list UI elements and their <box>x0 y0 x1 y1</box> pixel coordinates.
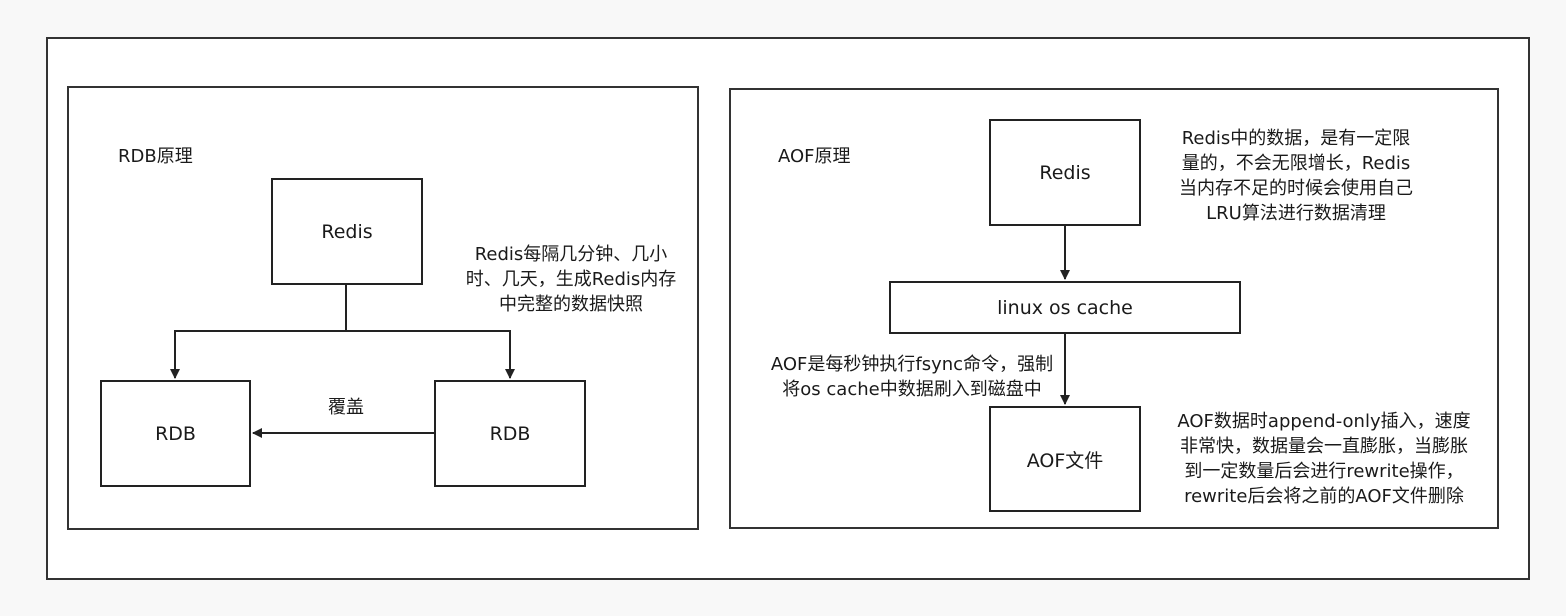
rdb-panel-title: RDB原理 <box>118 146 193 167</box>
aof-memory-note: Redis中的数据，是有一定限 量的，不会无限增长，Redis 当内存不足的时候… <box>1160 126 1432 226</box>
rdb-right-box[interactable]: RDB <box>434 380 586 487</box>
aof-append-note-line: rewrite后会将之前的AOF文件删除 <box>1184 486 1464 507</box>
rdb-note-line: 中完整的数据快照 <box>499 294 643 315</box>
aof-redis-box[interactable]: Redis <box>989 119 1141 226</box>
aof-memory-note-line: 当内存不足的时候会使用自己 <box>1179 178 1413 199</box>
aof-file-box[interactable]: AOF文件 <box>989 406 1141 512</box>
aof-append-note-line: AOF数据时append-only插入，速度 <box>1177 411 1471 432</box>
aof-memory-note-line: LRU算法进行数据清理 <box>1206 203 1386 224</box>
aof-fsync-note-line: 将os cache中数据刷入到磁盘中 <box>782 379 1042 400</box>
aof-memory-note-line: Redis中的数据，是有一定限 <box>1181 128 1411 149</box>
aof-append-note: AOF数据时append-only插入，速度 非常快，数据量会一直膨胀，当膨胀 … <box>1158 409 1490 509</box>
aof-fsync-note-line: AOF是每秒钟执行fsync命令，强制 <box>770 354 1054 375</box>
rdb-note-line: 时、几天，生成Redis内存 <box>465 269 677 290</box>
aof-append-note-line: 非常快，数据量会一直膨胀，当膨胀 <box>1180 436 1468 457</box>
rdb-left-box[interactable]: RDB <box>100 380 251 487</box>
rdb-redis-box[interactable]: Redis <box>271 178 423 285</box>
overwrite-label: 覆盖 <box>328 397 364 418</box>
os-cache-box[interactable]: linux os cache <box>889 281 1241 334</box>
aof-panel-title: AOF原理 <box>778 146 851 167</box>
aof-memory-note-line: 量的，不会无限增长，Redis <box>1181 153 1411 174</box>
rdb-snapshot-note: Redis每隔几分钟、几小 时、几天，生成Redis内存 中完整的数据快照 <box>446 242 696 317</box>
rdb-note-line: Redis每隔几分钟、几小 <box>474 244 668 265</box>
aof-fsync-note: AOF是每秒钟执行fsync命令，强制 将os cache中数据刷入到磁盘中 <box>752 352 1072 402</box>
aof-append-note-line: 到一定数量后会进行rewrite操作， <box>1184 461 1464 482</box>
